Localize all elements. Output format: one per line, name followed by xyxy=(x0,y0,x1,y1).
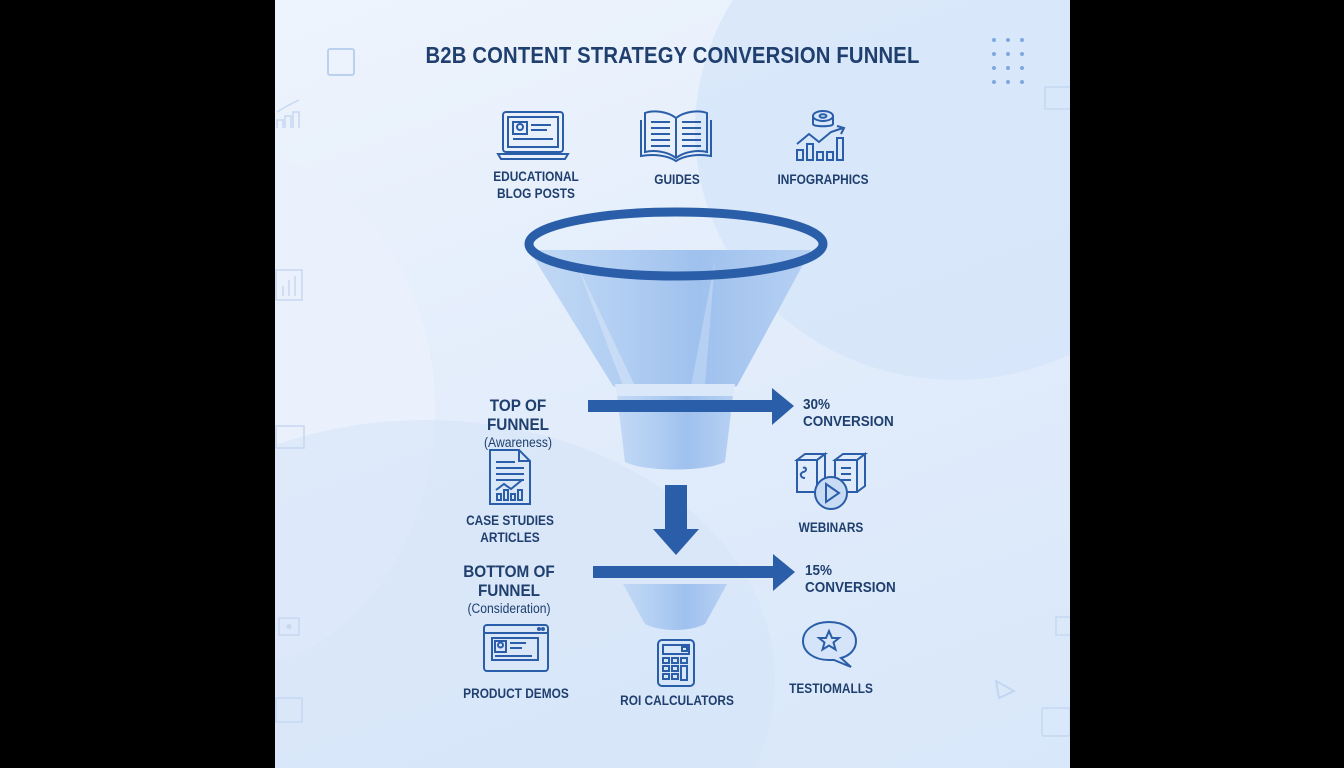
content-label-product-demos: PRODUCT DEMOS xyxy=(463,686,569,701)
content-label-roi-calculators: ROI CALCULATORS xyxy=(620,693,734,708)
content-label-case-studies: CASE STUDIES ARTICLES xyxy=(466,513,554,545)
calculator-icon xyxy=(657,639,695,687)
funnel-graphic xyxy=(524,207,828,630)
content-label-guides: GUIDES xyxy=(654,172,700,187)
star-speech-bubble-icon xyxy=(801,620,858,668)
decor-bar-icon xyxy=(1041,707,1070,737)
open-book-icon xyxy=(640,110,712,163)
browser-demo-icon xyxy=(483,624,549,672)
conversion-rate-top: 30% CONVERSION xyxy=(803,396,894,430)
content-label-infographics: INFOGRAPHICS xyxy=(777,172,869,187)
decor-bar-icon xyxy=(275,697,303,723)
dot-grid-decor xyxy=(992,38,1024,84)
webinar-play-icon xyxy=(794,452,868,510)
decor-chart-icon xyxy=(276,99,300,128)
top-funnel-arrow xyxy=(588,388,794,425)
document-chart-icon xyxy=(489,449,531,505)
infographic-canvas: B2B CONTENT STRATEGY CONVERSION FUNNEL E… xyxy=(275,0,1070,768)
decor-monitor-icon xyxy=(1044,86,1070,110)
decor-bar-icon xyxy=(275,269,303,301)
page-title: B2B CONTENT STRATEGY CONVERSION FUNNEL xyxy=(425,42,920,68)
decor-monitor-icon xyxy=(275,425,305,449)
content-label-testimonials: TESTIOMALLS xyxy=(789,681,873,696)
decor-square-icon xyxy=(278,617,300,636)
decor-cursor-icon xyxy=(994,679,1017,700)
down-arrow xyxy=(653,485,699,555)
content-label-webinars: WEBINARS xyxy=(798,520,864,535)
stage-top-of-funnel: TOP OF FUNNEL (Awareness) xyxy=(484,396,552,450)
bottom-funnel-arrow xyxy=(593,554,795,591)
decor-square-icon xyxy=(1055,616,1070,636)
decor-square-icon xyxy=(327,48,355,76)
chart-growth-icon xyxy=(796,110,846,161)
conversion-rate-bottom: 15% CONVERSION xyxy=(805,562,896,596)
laptop-icon xyxy=(496,111,570,160)
stage-bottom-of-funnel: BOTTOM OF FUNNEL (Consideration) xyxy=(463,562,555,616)
content-label-blog-posts: EDUCATIONAL BLOG POSTS xyxy=(493,169,579,201)
